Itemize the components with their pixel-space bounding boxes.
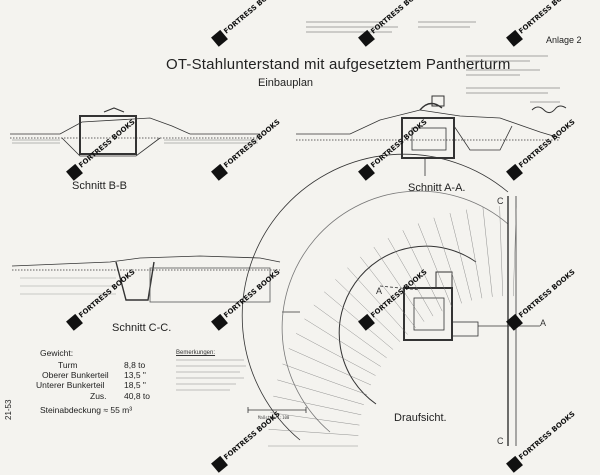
section-aa-label: Schnitt A-A. bbox=[408, 182, 466, 194]
section-bb-label: Schnitt B-B bbox=[72, 180, 128, 192]
plan-hatch-ray bbox=[304, 318, 381, 367]
plan-hatch-ray bbox=[347, 267, 408, 335]
section-cc-drawing bbox=[11, 255, 300, 313]
weight-row-value: 13,5 " bbox=[124, 370, 146, 380]
plan-hatch-ray bbox=[373, 246, 425, 322]
plan-hatch-ray bbox=[313, 304, 387, 358]
drawing-title: OT-Stahlunterstand mit aufgesetztem Pant… bbox=[166, 56, 511, 73]
scale-label: Maßstab 1:100 bbox=[258, 415, 290, 420]
plan-hatch-ray bbox=[417, 223, 452, 307]
remarks-heading: Bemerkungen: bbox=[176, 350, 216, 356]
plan-hatch-ray bbox=[360, 256, 416, 328]
weight-row-value: 18,5 " bbox=[124, 380, 146, 390]
plan-hatch-ray bbox=[482, 207, 493, 297]
plan-hatch-ray bbox=[466, 209, 483, 299]
plan-hatch-ray bbox=[270, 412, 360, 426]
plan-hatch-ray bbox=[387, 238, 434, 317]
section-cc-label: Schnitt C-C. bbox=[112, 322, 172, 334]
side-number: 21-53 bbox=[4, 399, 13, 420]
plan-hatch-ray bbox=[402, 230, 443, 312]
plan-hatch-ray bbox=[449, 213, 472, 301]
plan-hatch-ray bbox=[499, 206, 503, 297]
header-typed-notes bbox=[306, 21, 560, 103]
section-mark-c-bottom: C bbox=[497, 436, 504, 446]
plan-view-label: Draufsicht. bbox=[394, 412, 447, 424]
section-mark-a-left: A bbox=[376, 286, 383, 296]
weight-row-label: Zus. bbox=[90, 391, 107, 401]
plan-hatch-ray bbox=[335, 279, 401, 342]
plan-hatch-ray bbox=[288, 348, 372, 386]
weight-row-label: Unterer Bunkerteil bbox=[36, 380, 105, 390]
weight-total-value: 40,8 to bbox=[124, 391, 150, 401]
weights-heading: Gewicht: bbox=[40, 348, 74, 358]
weight-row-value: 8,8 to bbox=[124, 360, 146, 370]
section-mark-a-right: A bbox=[540, 318, 547, 328]
weight-row-label: Oberer Bunkerteil bbox=[42, 370, 109, 380]
plan-hatch-ray bbox=[273, 395, 362, 416]
section-bb-drawing bbox=[10, 107, 260, 157]
plan-hatch-ray bbox=[295, 333, 376, 376]
scale-bar bbox=[247, 407, 307, 413]
signature bbox=[531, 105, 567, 114]
section-mark-c-top: C bbox=[497, 196, 504, 206]
weight-row-label: Turm bbox=[58, 360, 78, 370]
plan-hatch-ray bbox=[277, 379, 364, 405]
plan-hatch-ray bbox=[513, 206, 517, 297]
plan-hatch-ray bbox=[433, 217, 462, 304]
drawing-subtitle: Einbauplan bbox=[258, 77, 314, 89]
plan-hatch-ray bbox=[268, 429, 359, 436]
stone-cover-note: Steinabdeckung ≈ 55 m³ bbox=[40, 405, 133, 415]
annex-label: Anlage 2 bbox=[546, 35, 582, 45]
remarks-text-lines bbox=[176, 359, 246, 391]
drawing-sheet: OT-Stahlunterstand mit aufgesetztem Pant… bbox=[4, 0, 582, 473]
section-aa-drawing bbox=[296, 95, 561, 176]
plan-hatch-ray bbox=[282, 363, 368, 395]
